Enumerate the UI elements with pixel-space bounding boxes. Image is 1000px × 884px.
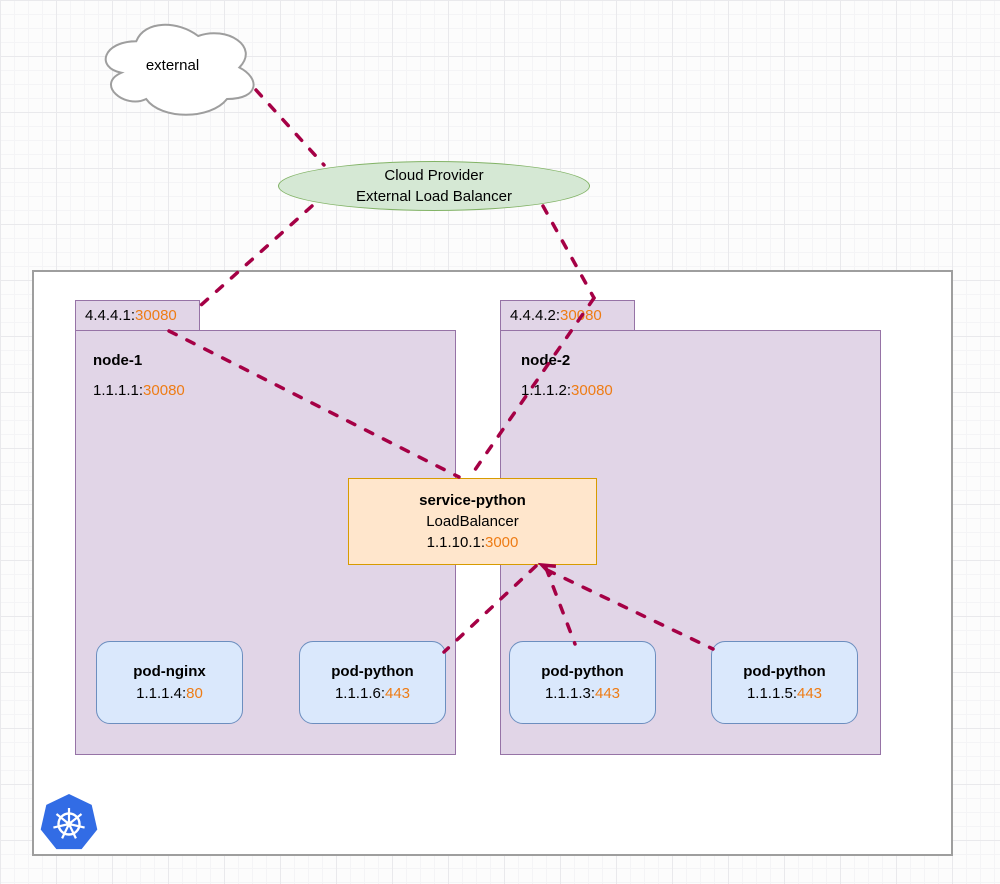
node1-external-addr: 4.4.4.1: (85, 307, 136, 324)
node1-port: 30080 (143, 382, 185, 399)
node1-name: node-1 (93, 352, 143, 369)
service-addr: 1.1.10.1: (426, 534, 485, 551)
external-cloud-shape (104, 23, 255, 116)
node2-port: 30080 (571, 382, 613, 399)
node2-ip: 1.1.1.2:30080 (521, 382, 613, 399)
cloud-load-balancer: Cloud Provider External Load Balancer (278, 161, 590, 211)
pod-python-node1-box: pod-python 1.1.1.6:443 (299, 641, 446, 724)
node2-external-addr: 4.4.4.2: (510, 307, 561, 324)
pod-port: 443 (595, 684, 621, 702)
pod-addr: 1.1.1.5: (746, 684, 797, 702)
pod-ip: 1.1.1.4:80 (136, 683, 203, 705)
kubernetes-icon (40, 794, 98, 850)
node1-addr: 1.1.1.1: (93, 382, 144, 399)
pod-addr: 1.1.1.4: (136, 684, 187, 702)
pod-port: 80 (186, 684, 203, 702)
service-ip: 1.1.10.1:3000 (427, 532, 519, 553)
pod-python-node2-first-box: pod-python 1.1.1.3:443 (509, 641, 656, 724)
pod-port: 443 (797, 684, 823, 702)
cloud-load-balancer-line1: Cloud Provider (384, 167, 484, 184)
service-type: LoadBalancer (426, 513, 519, 530)
edge-external-to-lb (254, 88, 326, 167)
pod-python-node2-second-box: pod-python 1.1.1.5:443 (711, 641, 858, 724)
node2-name: node-2 (521, 352, 571, 369)
node1-external-port: 30080 (135, 307, 177, 324)
service-name: service-python (419, 492, 526, 509)
node1-external-ip-tab: 4.4.4.1:30080 (75, 300, 200, 331)
cloud-load-balancer-line2: External Load Balancer (356, 188, 512, 205)
pod-name: pod-python (331, 662, 414, 680)
pod-addr: 1.1.1.6: (334, 684, 385, 702)
pod-ip: 1.1.1.5:443 (747, 683, 822, 705)
pod-ip: 1.1.1.3:443 (545, 683, 620, 705)
pod-name: pod-python (541, 662, 624, 680)
pod-port: 443 (385, 684, 411, 702)
service-python-box: service-python LoadBalancer 1.1.10.1:300… (348, 478, 597, 565)
external-cloud-label: external (145, 57, 200, 74)
node1-ip: 1.1.1.1:30080 (93, 382, 185, 399)
node2-addr: 1.1.1.2: (521, 382, 572, 399)
pod-name: pod-nginx (133, 662, 206, 680)
node2-external-port: 30080 (560, 307, 602, 324)
node2-external-ip-tab: 4.4.4.2:30080 (500, 300, 635, 331)
pod-nginx-box: pod-nginx 1.1.1.4:80 (96, 641, 243, 724)
service-port: 3000 (485, 534, 519, 551)
pod-name: pod-python (743, 662, 826, 680)
pod-ip: 1.1.1.6:443 (335, 683, 410, 705)
pod-addr: 1.1.1.3: (544, 684, 595, 702)
